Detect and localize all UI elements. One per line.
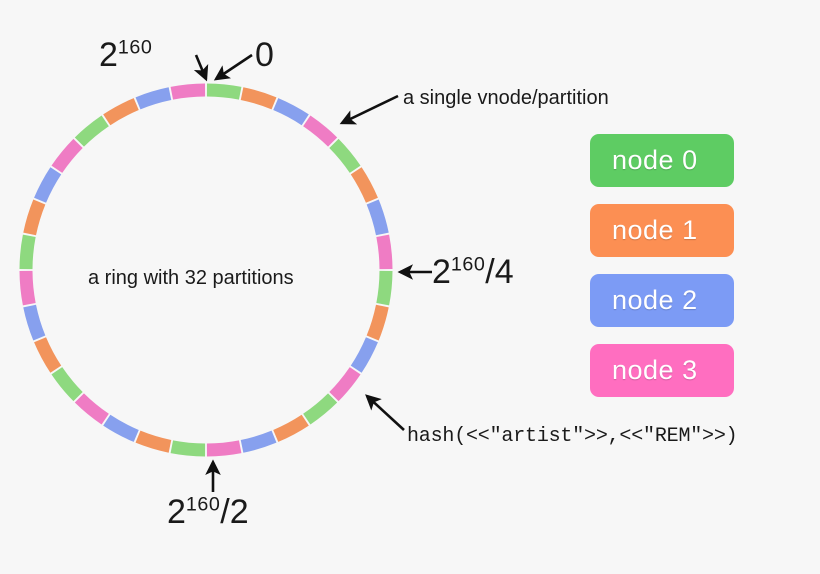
label-2-to-160-top: 2160: [99, 38, 152, 72]
ring-partition: [206, 83, 242, 100]
power-base: 2: [167, 493, 186, 531]
ring-partition: [329, 138, 361, 173]
caption-ring-partitions: a ring with 32 partitions: [88, 267, 294, 289]
ring-partition: [350, 337, 378, 373]
ring-partition: [376, 234, 393, 270]
arrow-to-vnode: [339, 94, 399, 125]
legend-chip-node-3[interactable]: node 3: [590, 344, 734, 397]
ring-partition: [34, 337, 62, 373]
ring-partition: [74, 115, 109, 147]
legend-chip-label: node 0: [612, 145, 698, 175]
ring-partitions-group: [19, 83, 393, 457]
power-exponent: 160: [117, 36, 153, 59]
legend-chip-node-0[interactable]: node 0: [590, 134, 734, 187]
ring-partition: [34, 167, 62, 203]
legend-chip-label: node 2: [612, 285, 698, 315]
label-zero: 0: [255, 36, 274, 74]
node-legend: node 0 node 1 node 2 node 3: [590, 134, 734, 397]
power-divisor: /4: [485, 253, 514, 291]
ring-partition: [170, 83, 206, 100]
power-base: 2: [99, 36, 118, 74]
ring-partition: [350, 167, 378, 203]
power-exponent: 160: [450, 253, 486, 276]
ring-partition: [23, 199, 46, 236]
ring-partition: [240, 430, 277, 453]
arrow-to-zero: [213, 53, 253, 81]
power-exponent: 160: [185, 493, 221, 516]
ring-partition: [329, 367, 361, 402]
ring-partition: [366, 199, 389, 236]
ring-partition: [135, 87, 172, 110]
arrow-to-hash: [365, 394, 405, 431]
callout-arrows-group: [193, 53, 432, 492]
ring-partition: [135, 430, 172, 453]
ring-partition: [19, 234, 36, 270]
ring-partition: [19, 270, 36, 306]
ring-partition: [303, 393, 338, 425]
ring-partition: [240, 87, 277, 110]
ring-partition: [23, 304, 46, 341]
ring-partition: [170, 440, 206, 457]
ring-partition: [366, 304, 389, 341]
arrow-to-2160-top: [193, 54, 209, 82]
ring-partition: [206, 440, 242, 457]
legend-chip-node-1[interactable]: node 1: [590, 204, 734, 257]
ring-partition: [51, 367, 83, 402]
legend-chip-label: node 3: [612, 355, 698, 385]
legend-chip-node-2[interactable]: node 2: [590, 274, 734, 327]
power-divisor: /2: [220, 493, 249, 531]
ring-partition: [74, 393, 109, 425]
callout-hash-expression: hash(<<"artist">>,<<"REM">>): [407, 425, 738, 448]
ring-partition: [103, 414, 139, 442]
ring-partition: [103, 98, 139, 126]
ring-partition: [303, 115, 338, 147]
label-2-to-160-over-2: 2160/2: [167, 495, 249, 529]
label-2-to-160-over-4: 2160/4: [432, 255, 514, 289]
callout-single-vnode: a single vnode/partition: [403, 87, 609, 109]
legend-chip-label: node 1: [612, 215, 698, 245]
ring-partition: [51, 138, 83, 173]
ring-partition: [273, 414, 309, 442]
ring-partition: [376, 270, 393, 306]
ring-partition: [273, 98, 309, 126]
power-base: 2: [432, 253, 451, 291]
